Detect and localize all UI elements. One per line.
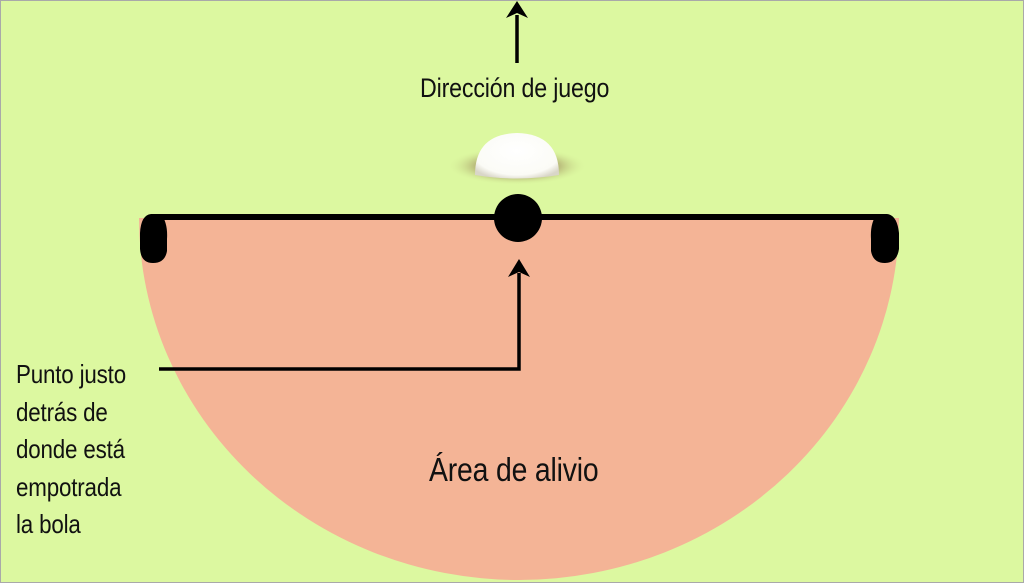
relief-area-label: Área de alivio: [429, 451, 599, 488]
callout-arrow-icon: [159, 259, 530, 371]
relief-area: [139, 218, 899, 580]
reference-point-label-line: donde está: [16, 434, 125, 464]
direction-of-play-label: Dirección de juego: [420, 73, 610, 103]
reference-point-dot: [494, 194, 542, 242]
reference-point-label-line: detrás de: [16, 396, 108, 427]
embedded-ball-icon: [447, 133, 587, 185]
direction-arrow-icon: [506, 1, 528, 63]
reference-line-left-end: [140, 214, 168, 263]
reference-point-label-line: empotrada: [16, 471, 122, 502]
reference-line-right-end: [870, 214, 899, 263]
reference-point-label: Punto justo detrás de donde está empotra…: [16, 356, 126, 544]
reference-point-label-line: la bola: [16, 509, 81, 539]
reference-point-label-line: Punto justo: [16, 359, 126, 389]
